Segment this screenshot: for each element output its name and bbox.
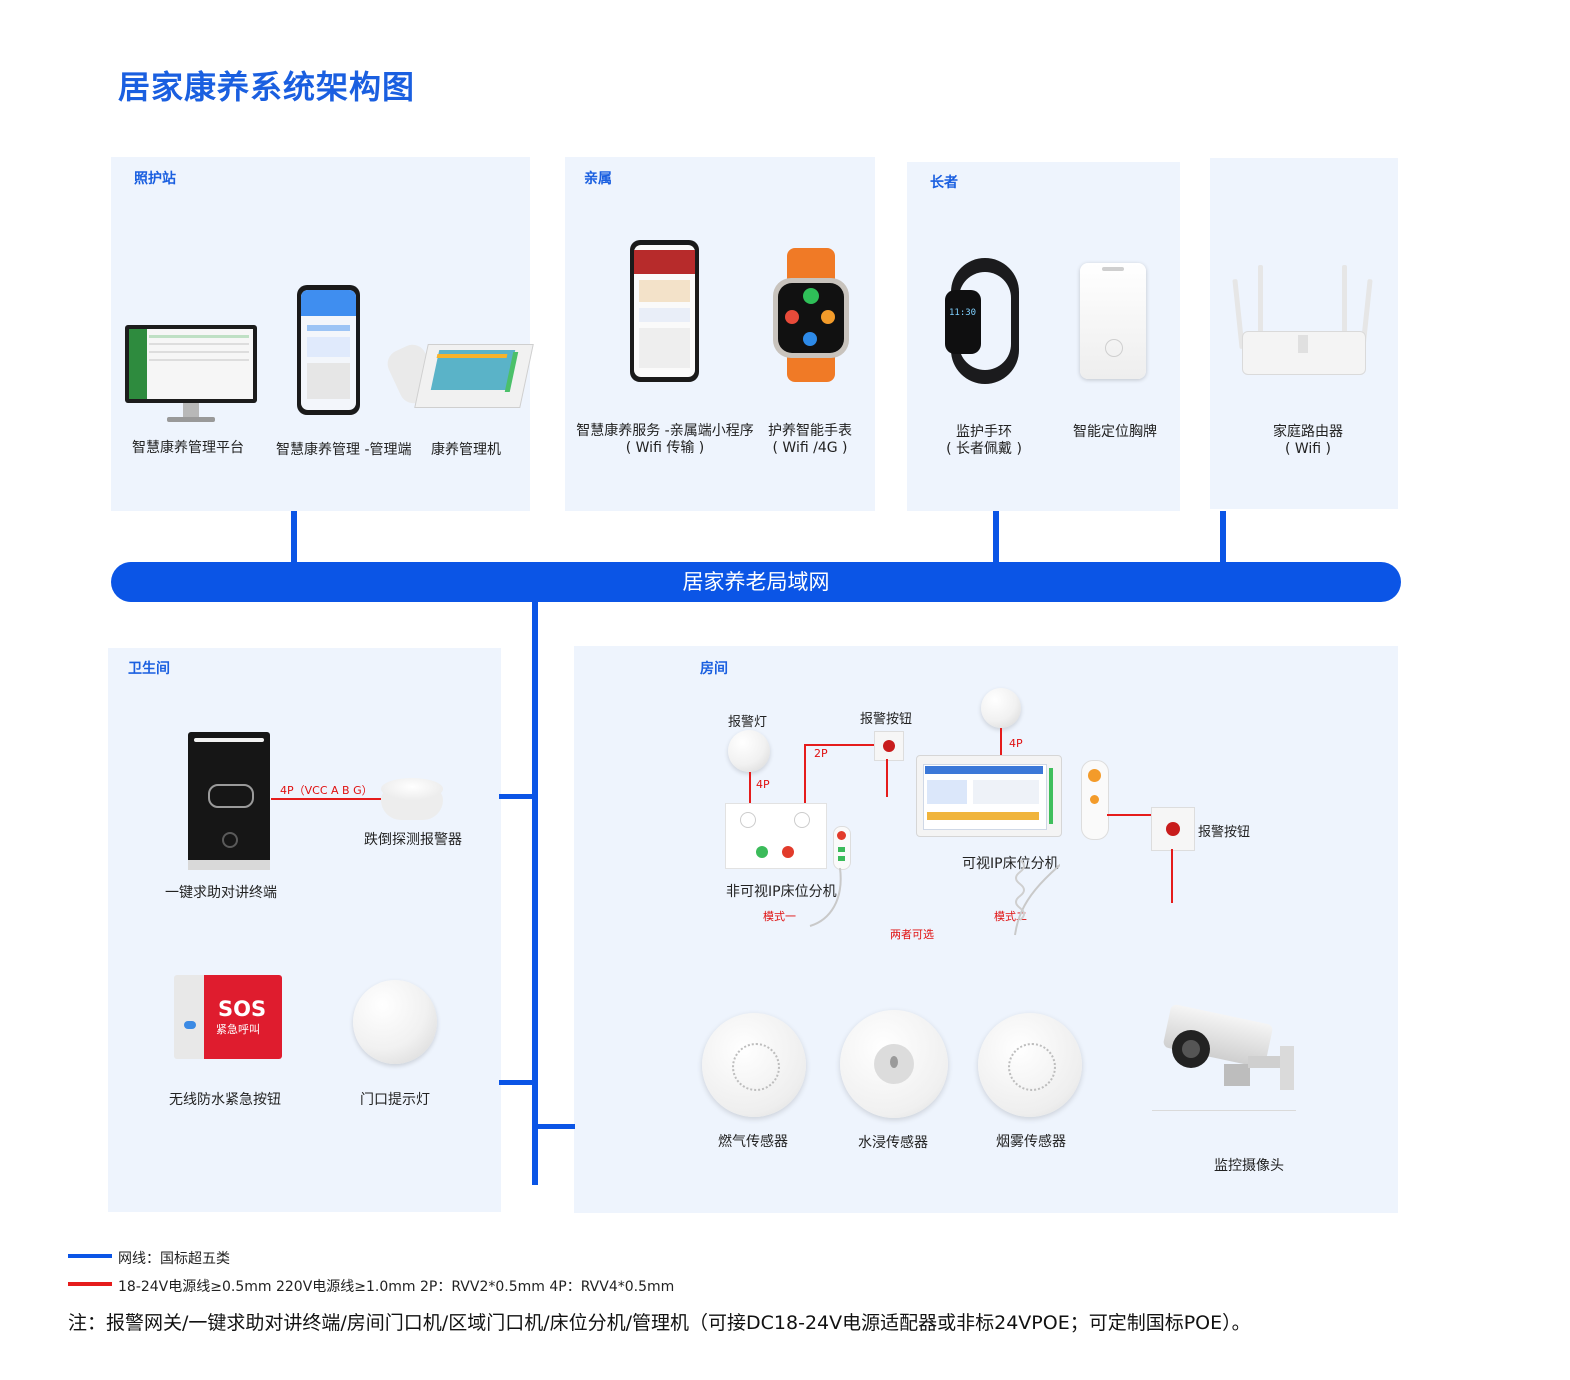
home-router — [1232, 265, 1374, 377]
family-app-name: 智慧康养服务 -亲属端小程序 — [572, 423, 758, 440]
wristband-screen-time: 11:30 — [949, 308, 976, 318]
wire-alarm-light — [749, 772, 751, 804]
room-alarm-button — [874, 731, 904, 761]
branch-room — [535, 1124, 575, 1129]
room-alarm-light — [728, 730, 770, 772]
wire-2p-v — [804, 745, 806, 803]
location-badge — [1080, 263, 1146, 379]
sos-small-text: 紧急呼叫 — [216, 1021, 260, 1037]
surveillance-camera — [1160, 1000, 1296, 1100]
waterproof-sos-button: SOS 紧急呼叫 — [174, 975, 282, 1063]
branch-bathroom-2 — [499, 1080, 535, 1085]
door-indicator-light — [353, 980, 437, 1064]
room-alarm-light-2 — [981, 688, 1021, 728]
device-label-management-machine: 康养管理机 — [431, 442, 501, 459]
legend-blue-line — [68, 1254, 112, 1258]
lan-bus: 居家养老局域网 — [111, 562, 1401, 602]
room-alarm-button-2-cord — [1171, 849, 1173, 903]
device-label-manager-app: 智慧康养管理 -管理端 — [276, 442, 412, 459]
panel-station-label: 照护站 — [134, 168, 176, 188]
wristband-name: 监护手环 — [938, 424, 1030, 441]
room-alarm-button-2-label: 报警按钮 — [1198, 824, 1250, 841]
sos-big-text: SOS — [218, 997, 266, 1021]
wire-label-2p: 2P — [814, 747, 828, 760]
sensor-label-gas: 燃气传感器 — [718, 1134, 788, 1151]
call-handle-2 — [1081, 760, 1109, 840]
device-label-door-light: 门口提示灯 — [360, 1092, 430, 1109]
smoke-sensor — [978, 1013, 1082, 1117]
device-label-sos-button: 无线防水紧急按钮 — [169, 1092, 281, 1109]
wire-label-4p-b: 4P — [1009, 737, 1023, 750]
fall-detector — [381, 778, 443, 822]
device-label-watch: 护养智能手表 ( Wifi /4G ) — [764, 423, 856, 457]
family-phone — [630, 240, 699, 382]
handle-cords — [800, 860, 1060, 950]
room-mode-1-label: 模式一 — [763, 908, 796, 924]
family-app-sub: ( Wifi 传输 ) — [572, 440, 758, 457]
device-label-intercom: 一键求助对讲终端 — [165, 885, 277, 902]
device-label-fall-detector: 跌倒探测报警器 — [364, 832, 462, 849]
wire-label-4p-vccabg: 4P（VCC A B G） — [280, 782, 373, 798]
wire-alarm-light-2 — [1000, 728, 1002, 755]
water-sensor — [840, 1010, 948, 1118]
camera-label: 监控摄像头 — [1214, 1158, 1284, 1175]
room-alarm-light-label: 报警灯 — [728, 714, 767, 731]
intercom-terminal — [188, 732, 270, 870]
visual-bed-unit — [916, 755, 1062, 837]
smart-watch — [773, 248, 849, 382]
manager-phone — [297, 285, 360, 415]
room-alarm-button-cord — [886, 759, 888, 797]
panel-family-label: 亲属 — [584, 168, 612, 188]
management-machine — [393, 336, 527, 412]
device-label-platform: 智慧康养管理平台 — [132, 440, 244, 457]
device-label-family-app: 智慧康养服务 -亲属端小程序 ( Wifi 传输 ) — [572, 423, 758, 457]
legend-blue-text: 网线：国标超五类 — [118, 1248, 230, 1268]
footnote: 注：报警网关/一键求助对讲终端/房间门口机/区域门口机/床位分机/管理机（可接D… — [68, 1308, 1251, 1335]
legend-red-line — [68, 1282, 112, 1286]
management-platform-monitor — [125, 325, 257, 425]
watch-name: 护养智能手表 — [764, 423, 856, 440]
device-label-wristband: 监护手环 ( 长者佩戴 ) — [938, 424, 1030, 458]
router-name: 家庭路由器 — [1258, 424, 1358, 441]
watch-sub: ( Wifi /4G ) — [764, 440, 856, 457]
connector-station — [291, 511, 297, 563]
camera-divider — [1152, 1110, 1296, 1111]
wristband: 11:30 — [945, 258, 1025, 384]
sensor-label-water: 水浸传感器 — [858, 1135, 928, 1152]
trunk-line — [532, 600, 538, 1185]
panel-bathroom — [108, 648, 501, 1212]
sensor-label-smoke: 烟雾传感器 — [996, 1134, 1066, 1151]
panel-elder-label: 长者 — [930, 172, 958, 192]
room-alarm-button-2 — [1151, 807, 1195, 851]
wristband-sub: ( 长者佩戴 ) — [938, 441, 1030, 458]
room-alarm-button-label: 报警按钮 — [860, 711, 912, 728]
page-title: 居家康养系统架构图 — [118, 62, 415, 108]
wire-intercom-fall — [271, 798, 381, 800]
gas-sensor — [702, 1013, 806, 1117]
connector-router — [1220, 511, 1226, 563]
device-label-router: 家庭路由器 ( Wifi ) — [1258, 424, 1358, 458]
connector-elder — [993, 511, 999, 563]
panel-room-label: 房间 — [700, 658, 728, 678]
branch-bathroom-1 — [499, 794, 535, 799]
wire-label-4p-a: 4P — [756, 778, 770, 791]
wire-2p-h — [804, 744, 876, 746]
device-label-badge: 智能定位胸牌 — [1073, 424, 1157, 441]
legend-red-text: 18-24V电源线≥0.5mm 220V电源线≥1.0mm 2P：RVV2*0.… — [118, 1276, 674, 1296]
wire-alarm-button-2 — [1107, 814, 1151, 816]
router-sub: ( Wifi ) — [1258, 441, 1358, 458]
panel-bathroom-label: 卫生间 — [128, 658, 170, 678]
